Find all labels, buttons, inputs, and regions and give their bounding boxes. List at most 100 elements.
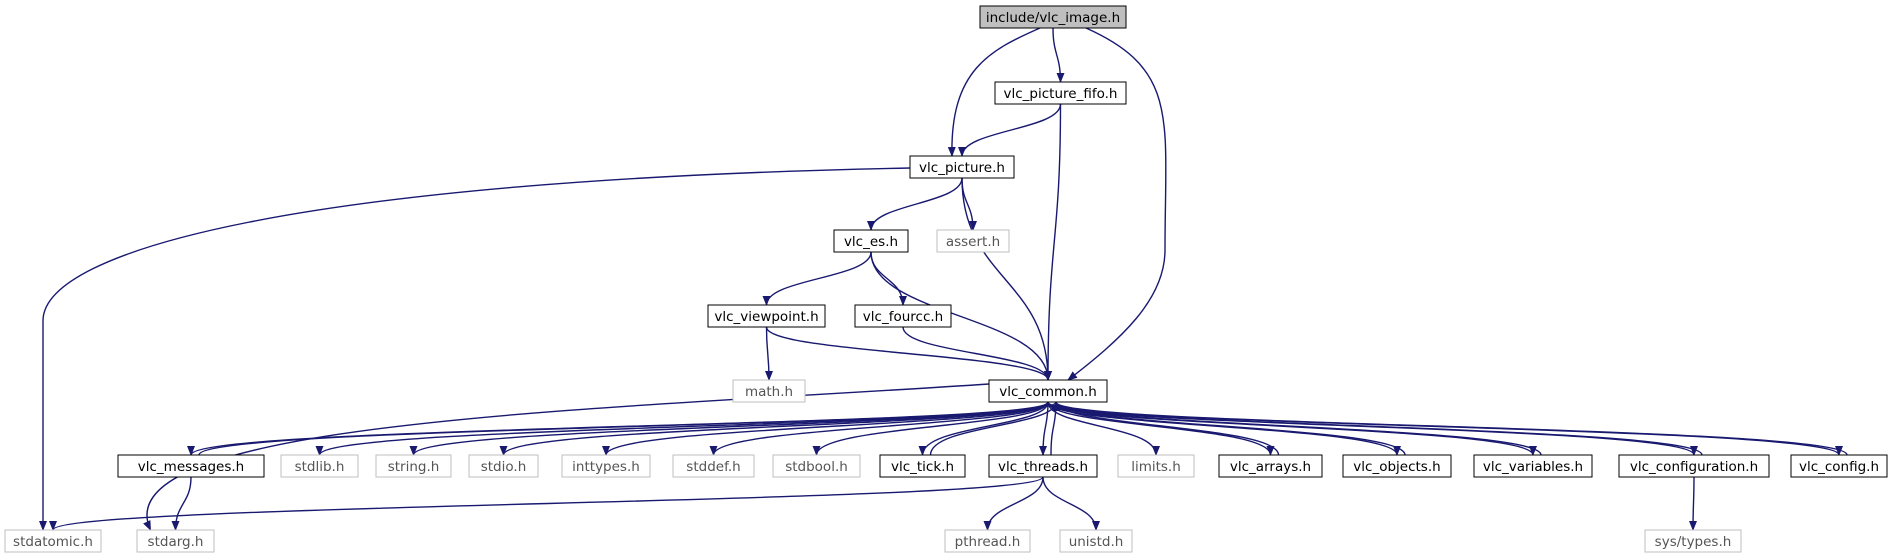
edge-vlc_arrays-to-vlc_common [1052,401,1280,456]
node-label: sys/types.h [1655,534,1732,550]
node-box [944,529,1031,553]
node-box [1618,454,1770,478]
edge-path [947,27,1041,157]
node-vlc-fourcc[interactable]: vlc_fourcc.h [854,304,952,328]
node-label: vlc_config.h [1799,459,1879,475]
node-label: vlc_objects.h [1353,459,1440,475]
edge-vlc_image-to-vlc_picture [947,27,1041,157]
edge-path [1067,27,1167,381]
node-label: string.h [388,459,440,475]
edge-vlc_config-to-vlc_common [1052,401,1848,456]
node-stdio: stdio.h [468,454,539,478]
node-box [936,229,1010,253]
edge-path [499,401,1049,456]
node-label: vlc_configuration.h [1630,459,1758,475]
edge-vlc_viewpoint-to-vlc_common [765,326,1052,381]
edge-vlc_es-to-vlc_viewpoint [762,251,872,306]
node-stdlib: stdlib.h [280,454,359,478]
node-box [1059,529,1133,553]
edge-vlc_picture_fifo-to-vlc_picture [958,103,1062,157]
edge-vlc_configuration-to-sys_types [1689,476,1698,531]
edge-vlc_common-to-vlc_threads [1039,401,1049,456]
node-label: vlc_fourcc.h [863,309,943,325]
node-vlc-viewpoint[interactable]: vlc_viewpoint.h [707,304,826,328]
edge-vlc_configuration-to-vlc_common [1052,401,1703,456]
edge-vlc_messages-to-vlc_common [198,401,1060,456]
node-box [468,454,539,478]
node-math: math.h [732,379,806,403]
edge-path [961,177,1052,381]
node-box [375,454,452,478]
node-box [1342,454,1452,478]
node-box [979,5,1127,29]
node-box [988,454,1098,478]
node-label: vlc_common.h [999,384,1097,400]
node-label: vlc_picture_fifo.h [1004,86,1118,102]
edge-path [764,326,773,381]
node-vlc-picture-fifo[interactable]: vlc_picture_fifo.h [994,81,1127,105]
node-label: assert.h [946,234,1000,250]
node-label: vlc_variables.h [1483,459,1583,475]
node-vlc-configuration[interactable]: vlc_configuration.h [1618,454,1770,478]
node-box [1644,529,1742,553]
edge-path [929,401,1060,456]
edge-vlc_common-to-stddef [709,401,1049,456]
node-box [909,155,1015,179]
edge-vlc_common-to-vlc_configuration [1047,401,1698,456]
edge-path [918,401,1049,456]
node-vlc-picture[interactable]: vlc_picture.h [909,155,1015,179]
edge-path [49,476,1044,531]
edge-path [709,401,1049,456]
node-inttypes: inttypes.h [561,454,651,478]
edge-vlc_threads-to-stdatomic [49,476,1044,531]
edge-path [902,326,1052,381]
node-box [988,379,1108,403]
edge-vlc_es-to-vlc_common [870,251,1052,381]
edge-vlc_common-to-inttypes [602,401,1049,456]
node-vlc-image[interactable]: include/vlc_image.h [979,5,1127,29]
node-pthread: pthread.h [944,529,1031,553]
edge-vlc_picture-to-stdatomic [39,167,911,531]
edge-path [1042,476,1100,531]
edge-vlc_variables-to-vlc_common [1052,401,1542,456]
node-vlc-objects[interactable]: vlc_objects.h [1342,454,1452,478]
edge-path [958,103,1062,157]
edge-vlc_threads-to-pthread [983,476,1044,531]
node-label: stdbool.h [785,459,848,475]
edge-path [867,177,963,231]
edge-path [1047,401,1698,456]
node-label: stdarg.h [148,534,204,550]
edge-path [812,401,1049,456]
edge-vlc_viewpoint-to-math [764,326,773,381]
edge-path [602,401,1049,456]
node-vlc-es[interactable]: vlc_es.h [833,229,909,253]
node-vlc-arrays[interactable]: vlc_arrays.h [1218,454,1323,478]
edge-vlc_common-to-vlc_variables [1047,401,1537,456]
node-vlc-threads[interactable]: vlc_threads.h [988,454,1098,478]
edge-path [1052,401,1542,456]
edge-vlc_picture-to-vlc_common [961,177,1052,381]
node-vlc-tick[interactable]: vlc_tick.h [879,454,966,478]
node-vlc-common[interactable]: vlc_common.h [988,379,1108,403]
node-label: vlc_tick.h [891,459,954,475]
node-label: limits.h [1131,459,1181,475]
edge-path [198,401,1060,456]
node-label: inttypes.h [572,459,640,475]
node-stdatomic: stdatomic.h [4,529,102,553]
node-label: stdlib.h [295,459,345,475]
edge-path [1052,401,1406,456]
node-box [136,529,215,553]
node-vlc-messages[interactable]: vlc_messages.h [117,454,265,478]
nodes-layer: include/vlc_image.h vlc_picture_fifo.hvlc… [4,5,1888,553]
edge-vlc_common-to-stdio [499,401,1049,456]
node-vlc-variables[interactable]: vlc_variables.h [1473,454,1593,478]
node-label: math.h [745,384,793,400]
node-string: string.h [375,454,452,478]
node-box [117,454,265,478]
node-box [772,454,861,478]
edge-path [1052,401,1703,456]
node-vlc-config[interactable]: vlc_config.h [1790,454,1888,478]
node-box [672,454,755,478]
edge-path [870,251,907,306]
edge-path [143,383,990,531]
